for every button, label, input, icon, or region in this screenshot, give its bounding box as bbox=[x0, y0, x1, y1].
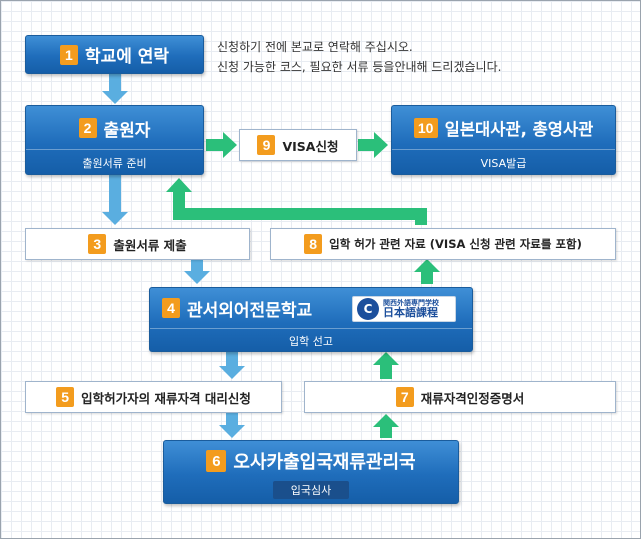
step10-box: 10 일본대사관, 총영사관 VISA발급 bbox=[391, 105, 616, 175]
step6-box: 6 오사카출입국재류관리국 입국심사 bbox=[163, 440, 459, 504]
step10-number-badge: 10 bbox=[413, 118, 438, 138]
step6-label: 오사카출입국재류관리국 bbox=[233, 452, 416, 473]
arrow-2-to-3 bbox=[102, 175, 128, 225]
step9-box: 9 VISA신청 bbox=[239, 129, 357, 161]
arrow-2-to-9 bbox=[206, 132, 237, 158]
step1-note-line2: 신청 가능한 코스, 필요한 서류 등을안내해 드리겠습니다. bbox=[217, 60, 502, 74]
step4-sub-label: 입학 선고 bbox=[289, 335, 333, 348]
step2-sub-label: 출원서류 준비 bbox=[82, 157, 147, 170]
step1-note-line1: 신청하기 전에 본교로 연락해 주십시오. bbox=[217, 40, 413, 54]
step6-sub-label: 입국심사 bbox=[290, 484, 332, 497]
step4-number-badge: 4 bbox=[162, 298, 180, 318]
arrow-9-to-10 bbox=[358, 132, 388, 158]
school-logo-top-text: 関西外語専門学校 bbox=[383, 298, 439, 307]
step7-box: 7 재류자격인정증명서 bbox=[304, 381, 616, 413]
step10-sub-label: VISA발급 bbox=[480, 157, 527, 170]
step6-number-badge: 6 bbox=[206, 450, 227, 472]
step1-box: 1 학교에 연락 bbox=[25, 35, 204, 74]
arrow-4-to-8 bbox=[414, 259, 440, 284]
arrow-6-to-7 bbox=[373, 414, 399, 438]
step6-sub-tag: 입국심사 bbox=[273, 481, 349, 499]
step9-label: VISA신청 bbox=[282, 138, 339, 154]
school-logo-bottom-text: 日本語課程 bbox=[383, 305, 438, 319]
arrow-5-to-6 bbox=[219, 413, 245, 438]
step5-number-badge: 5 bbox=[56, 387, 75, 407]
step3-box: 3 출원서류 제출 bbox=[25, 228, 250, 260]
arrow-3-to-4 bbox=[184, 259, 210, 284]
step4-box: 4 관서외어전문학교 C 関西外語専門学校 日本語課程 입학 선고 bbox=[149, 287, 473, 352]
step5-label: 입학허가자의 재류자격 대리신청 bbox=[81, 390, 251, 406]
step3-number-badge: 3 bbox=[88, 234, 107, 254]
step8-box: 8 입학 허가 관련 자료 (VISA 신청 관련 자료를 포함) bbox=[270, 228, 616, 260]
step9-number-badge: 9 bbox=[257, 135, 276, 155]
step4-label: 관서외어전문학교 bbox=[187, 300, 313, 321]
step1-label: 학교에 연락 bbox=[84, 47, 170, 67]
step2-box: 2 출원자 출원서류 준비 bbox=[25, 105, 204, 175]
step1-number-badge: 1 bbox=[59, 44, 78, 65]
arrow-7-to-4 bbox=[373, 352, 399, 379]
step10-label: 일본대사관, 총영사관 bbox=[444, 120, 594, 139]
step8-number-badge: 8 bbox=[304, 234, 323, 254]
school-logo-mark: C bbox=[357, 298, 379, 320]
school-logo: C 関西外語専門学校 日本語課程 bbox=[352, 296, 456, 322]
arrow-4-to-5 bbox=[219, 352, 245, 379]
step5-box: 5 입학허가자의 재류자격 대리신청 bbox=[25, 381, 282, 413]
step7-label: 재류자격인정증명서 bbox=[420, 390, 525, 406]
step2-label: 출원자 bbox=[103, 120, 151, 141]
step8-label: 입학 허가 관련 자료 (VISA 신청 관련 자료를 포함) bbox=[329, 237, 582, 251]
arrow-8-to-2 bbox=[173, 191, 427, 225]
arrow-1-to-2 bbox=[102, 74, 128, 104]
step1-note: 신청하기 전에 본교로 연락해 주십시오. 신청 가능한 코스, 필요한 서류 … bbox=[217, 37, 617, 77]
step3-label: 출원서류 제출 bbox=[113, 237, 187, 253]
step2-number-badge: 2 bbox=[78, 118, 97, 138]
step7-number-badge: 7 bbox=[395, 387, 414, 407]
